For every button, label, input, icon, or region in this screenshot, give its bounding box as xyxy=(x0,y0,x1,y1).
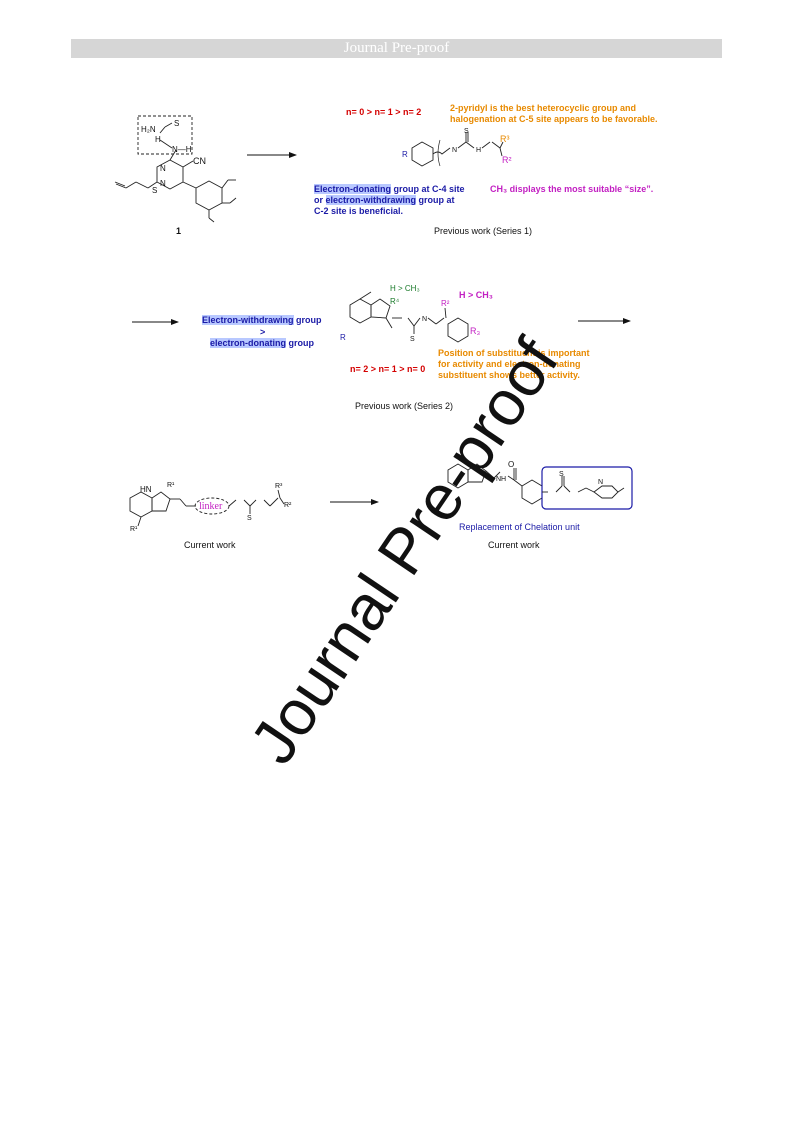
series2-ewg-rest: group xyxy=(293,315,322,325)
current-atom-nh: NH xyxy=(496,476,507,483)
atom-n1: N xyxy=(160,164,166,173)
compound-1-structure xyxy=(114,115,237,223)
replacement-chelation-label: Replacement of Chelation unit xyxy=(459,522,580,532)
current-atom-n: N xyxy=(598,479,604,486)
series2-edg-line: electron-donating group xyxy=(210,338,314,349)
atom-hn: H xyxy=(155,135,161,144)
series2-position-line3: substituent shows better activity. xyxy=(438,370,580,380)
atom-nh: N—H xyxy=(172,145,192,154)
current-atom-r2: R² xyxy=(284,502,292,509)
series2-atom-r4: R⁴ xyxy=(390,297,400,306)
series2-n-order: n= 2 > n= 1 > n= 0 xyxy=(350,364,426,374)
series2-h-ch3-magenta: H > CH₃ xyxy=(459,290,493,300)
current-atom-s2: S xyxy=(559,471,564,478)
series1-atom-s: S xyxy=(464,128,469,135)
current-atom-o: O xyxy=(508,460,515,469)
series1-atom-h: H xyxy=(476,147,482,154)
atom-cn: CN xyxy=(193,156,206,166)
series1-n-order: n= 0 > n= 1 > n= 2 xyxy=(346,107,422,117)
series2-edg-rest: group xyxy=(286,338,315,348)
series2-ewg-line: Electron-withdrawing group xyxy=(202,315,322,326)
journal-header: Journal Pre-proof xyxy=(71,39,722,58)
atom-s: S xyxy=(174,119,180,128)
series1-pyridyl-line1: 2-pyridyl is the best heterocyclic group… xyxy=(450,103,637,113)
current-atom-r1a: R¹ xyxy=(167,482,175,489)
series2-edg-highlight: electron-donating xyxy=(210,338,286,348)
chelation-unit-box xyxy=(541,466,633,510)
series1-ewg-line: or electron-withdrawing group at xyxy=(314,195,455,206)
series-1-structure xyxy=(411,132,504,167)
series-2-structure xyxy=(132,291,631,343)
series1-pyridyl-line2: halogenation at C-5 site appears to be f… xyxy=(450,114,658,124)
series2-atom-n: N xyxy=(422,316,428,323)
series1-edg-line: Electron-donating group at C-4 site xyxy=(314,184,465,195)
series1-atom-n: N xyxy=(452,147,458,154)
series1-c2-line: C-2 site is beneficial. xyxy=(314,206,404,216)
atom-h2n: H₂N xyxy=(141,125,156,134)
series1-ewg-rest: group at xyxy=(416,195,455,205)
dashed-box-thiourea xyxy=(137,115,193,155)
series2-atom-r: R xyxy=(340,333,346,342)
current-left-caption: Current work xyxy=(184,540,236,550)
atom-n2: N xyxy=(160,179,166,188)
series2-h-ch3-green: H > CH₃ xyxy=(390,284,420,293)
series2-atom-r2: R² xyxy=(441,299,450,308)
current-right-caption: Current work xyxy=(488,540,540,550)
series1-ewg-prefix: or xyxy=(314,195,326,205)
series2-ewg-highlight: Electron-withdrawing xyxy=(202,315,294,325)
series1-atom-r2: R² xyxy=(502,155,512,165)
series2-gt: > xyxy=(260,327,266,337)
series2-caption: Previous work (Series 2) xyxy=(355,401,454,411)
compound-1-label: 1 xyxy=(176,226,182,236)
current-atom-s: S xyxy=(247,515,252,522)
series2-atom-s: S xyxy=(410,336,415,343)
series1-ch3-size: CH₃ displays the most suitable “size”. xyxy=(490,184,654,194)
series1-edg-highlight: Electron-donating xyxy=(314,184,391,194)
linker-label: linker xyxy=(199,501,223,512)
series2-position-line1: Position of substituent is important xyxy=(438,348,590,358)
current-atom-hn: HN xyxy=(140,485,152,494)
series1-edg-rest: group at C-4 site xyxy=(391,184,465,194)
series1-atom-r: R xyxy=(402,150,408,159)
current-left-structure xyxy=(129,489,285,527)
current-atom-r1b: R¹ xyxy=(130,526,138,533)
current-atom-r3: R³ xyxy=(275,483,283,490)
series1-atom-r3: R³ xyxy=(500,134,510,144)
series1-caption: Previous work (Series 1) xyxy=(434,226,533,236)
atom-s2: S xyxy=(152,186,158,195)
current-right-structure xyxy=(447,463,633,510)
series2-position-line2: for activity and electron-donating xyxy=(438,359,581,369)
series2-atom-r3: R₃ xyxy=(470,326,481,336)
series1-ewg-highlight: electron-withdrawing xyxy=(325,195,417,205)
